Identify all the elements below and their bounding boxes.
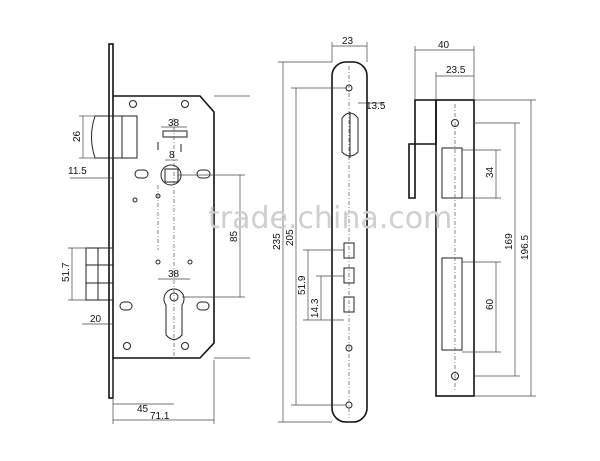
- dim-8: 8: [169, 150, 175, 161]
- dim-38-top: 38: [168, 118, 180, 129]
- dim-85: 85: [229, 230, 240, 242]
- dim-40: 40: [438, 40, 450, 51]
- latch-strike-opening: [441, 147, 463, 199]
- faceplate-outline: [331, 61, 368, 423]
- dim-71-1: 71.1: [150, 411, 170, 422]
- dim-23-5: 23.5: [446, 65, 466, 76]
- dim-23: 23: [342, 36, 354, 47]
- dim-26: 26: [72, 130, 83, 142]
- follower-square: [164, 168, 179, 183]
- strike-plate-view: 40 23.5 34 169 196.5 60: [408, 40, 536, 397]
- dim-196-5: 196.5: [520, 235, 531, 260]
- dim-14-3: 14.3: [310, 298, 321, 318]
- dim-51-7: 51.7: [61, 262, 72, 282]
- latch-bolt: [91, 115, 114, 159]
- dim-60: 60: [485, 298, 496, 310]
- case-screw-hole: [181, 100, 189, 108]
- dim-38-bottom: 38: [168, 269, 180, 280]
- lock-forend-strip: [108, 43, 114, 399]
- case-screw-hole: [129, 100, 137, 108]
- dim-205: 205: [285, 229, 296, 246]
- bolt-strike-opening: [441, 257, 463, 351]
- cylinder-cutout: [163, 288, 185, 340]
- latch-opening: [341, 112, 359, 157]
- dim-235: 235: [272, 233, 283, 250]
- dim-11-5: 11.5: [68, 166, 87, 177]
- top-slot: [162, 130, 188, 138]
- watermark: trade.china.com: [208, 201, 452, 236]
- faceplate-view: 23 13.5 235 205 51.9 14.3: [272, 36, 386, 423]
- strike-lip: [408, 99, 437, 199]
- dead-bolt: [85, 247, 114, 301]
- dim-51-9: 51.9: [297, 275, 308, 295]
- latch-housing: [112, 115, 138, 159]
- dim-13-5: 13.5: [366, 101, 386, 112]
- case-screw-hole: [181, 342, 189, 350]
- lock-case-outline: [113, 95, 215, 359]
- dim-45: 45: [137, 404, 149, 415]
- case-screw-hole: [123, 342, 131, 350]
- dim-34: 34: [485, 166, 496, 178]
- dim-169: 169: [504, 233, 515, 250]
- dim-20: 20: [90, 314, 102, 325]
- lock-body-view: 38 8 26 11.5 85 51.7 38 20 45 71.1: [61, 43, 250, 424]
- strike-plate-outline: [435, 99, 475, 397]
